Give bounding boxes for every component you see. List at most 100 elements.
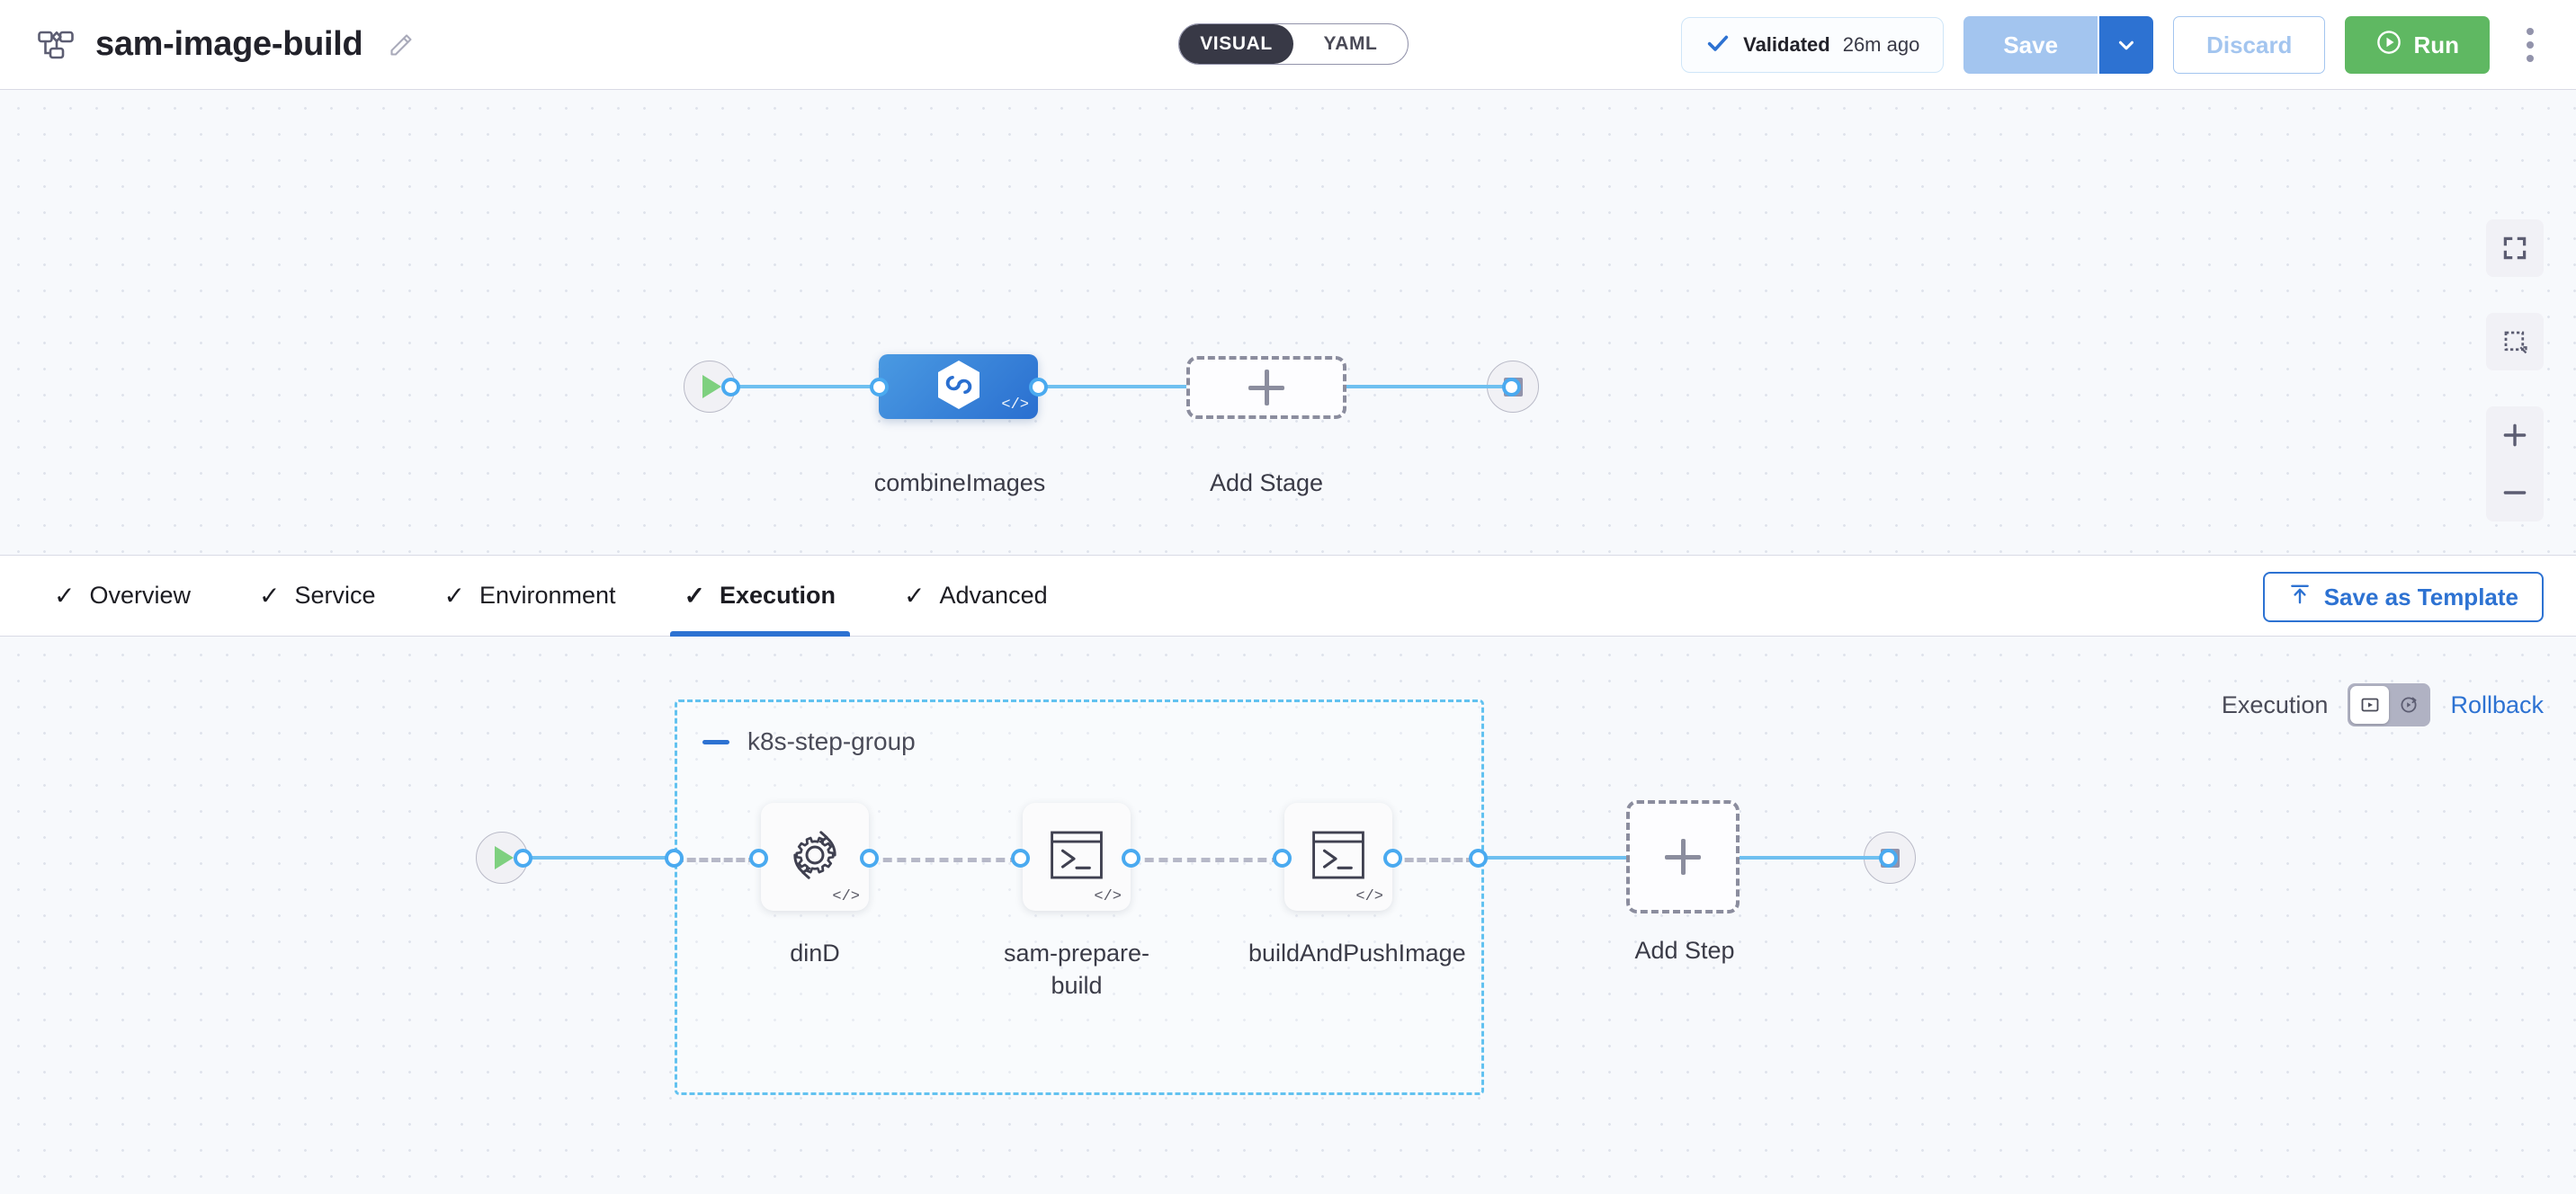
- edge-add-to-end: [1346, 385, 1511, 388]
- step-end-port[interactable]: [1879, 849, 1898, 868]
- add-step-label: Add Step: [1634, 937, 1735, 964]
- step-canvas[interactable]: Execution Rollback: [0, 637, 2576, 1194]
- selection-marquee-button[interactable]: [2486, 313, 2544, 370]
- play-box-icon[interactable]: [2350, 686, 2390, 724]
- page-title: sam-image-build: [95, 25, 363, 63]
- stage-out-port[interactable]: [1029, 378, 1048, 397]
- step-label-sam-prepare-build: sam-prepare-build: [1003, 940, 1150, 999]
- tab-visual[interactable]: VISUAL: [1179, 24, 1293, 64]
- play-icon: [702, 375, 721, 398]
- tab-advanced[interactable]: ✓ Advanced: [870, 556, 1082, 637]
- stage-in-port[interactable]: [870, 378, 889, 397]
- selection-marquee-icon[interactable]: [2486, 313, 2544, 370]
- edge-start-to-group: [523, 856, 683, 860]
- zoom-out-icon[interactable]: [2486, 464, 2544, 521]
- edge-group-to-addstep: [1478, 856, 1626, 860]
- stage-canvas[interactable]: </> combineImages Add Stage: [0, 90, 2576, 556]
- check-icon: ✓: [443, 581, 465, 610]
- save-as-template-button[interactable]: Save as Template: [2262, 572, 2544, 622]
- tab-service[interactable]: ✓ Service: [225, 556, 410, 637]
- stage-label-combineimages: combineImages: [873, 469, 1046, 496]
- run-button[interactable]: Run: [2345, 16, 2490, 74]
- save-split-button[interactable]: Save: [1963, 16, 2154, 74]
- code-badge: </>: [1094, 888, 1122, 905]
- terminal-icon: [1310, 829, 1366, 886]
- mode-toggle[interactable]: VISUAL YAML: [1178, 23, 1409, 65]
- tab-yaml[interactable]: YAML: [1323, 33, 1378, 54]
- edge-start-to-stage: [730, 385, 879, 388]
- end-port[interactable]: [1502, 378, 1521, 397]
- edge-dind-to-prepare: [869, 858, 1019, 862]
- kebab-vertical-icon[interactable]: [2509, 16, 2551, 74]
- rollback-label[interactable]: Rollback: [2450, 691, 2544, 718]
- check-icon: [1705, 31, 1731, 60]
- validated-time: 26m ago: [1842, 33, 1920, 56]
- add-step-button[interactable]: [1626, 800, 1740, 913]
- execution-label: Execution: [2221, 691, 2329, 718]
- step-node-sam-prepare-build[interactable]: </>: [1023, 803, 1131, 911]
- tab-service-label: Service: [294, 582, 376, 609]
- tab-execution[interactable]: ✓ Execution: [650, 556, 871, 637]
- harness-hexagon-icon: [935, 359, 983, 415]
- run-label: Run: [2413, 31, 2459, 58]
- build-in-port[interactable]: [1273, 849, 1292, 868]
- pipeline-nodes-icon: [36, 25, 76, 65]
- tab-execution-label: Execution: [720, 582, 836, 609]
- stage-config-tabs: ✓ Overview ✓ Service ✓ Environment ✓ Exe…: [0, 556, 2576, 637]
- prepare-in-port[interactable]: [1011, 849, 1030, 868]
- tab-overview-label: Overview: [89, 582, 191, 609]
- edge-prepare-to-build: [1131, 858, 1281, 862]
- step-node-buildandpushimage[interactable]: </>: [1284, 803, 1392, 911]
- template-upload-icon: [2288, 583, 2312, 612]
- save-button[interactable]: Save: [1963, 16, 2098, 74]
- check-icon: ✓: [54, 581, 76, 610]
- step-start-port[interactable]: [514, 849, 532, 868]
- exec-toggle[interactable]: [2348, 683, 2431, 726]
- edge-build-to-group-out: [1392, 858, 1475, 862]
- save-as-template-label: Save as Template: [2323, 583, 2518, 610]
- step-node-dind[interactable]: </>: [761, 803, 869, 911]
- fit-to-screen-icon[interactable]: [2486, 219, 2544, 277]
- minus-icon[interactable]: [702, 739, 729, 744]
- stage-node-combineimages[interactable]: </>: [879, 354, 1038, 419]
- dind-in-port[interactable]: [749, 849, 768, 868]
- add-stage-label: Add Stage: [1209, 469, 1324, 496]
- edge-group-to-dind: [675, 858, 757, 862]
- step-label-dind: dinD: [790, 940, 840, 967]
- step-group-header[interactable]: k8s-step-group: [702, 727, 916, 756]
- prepare-out-port[interactable]: [1122, 849, 1140, 868]
- start-port[interactable]: [721, 378, 740, 397]
- tab-overview[interactable]: ✓ Overview: [20, 556, 225, 637]
- fit-to-screen-button[interactable]: [2486, 219, 2544, 277]
- status-badge: Validated 26m ago: [1681, 17, 1945, 73]
- tab-environment[interactable]: ✓ Environment: [410, 556, 650, 637]
- check-icon: ✓: [259, 581, 281, 610]
- app-header: sam-image-build VISUAL YAML Validated 26…: [0, 0, 2576, 90]
- header-actions: Validated 26m ago Save Discard Run: [1681, 0, 2551, 90]
- play-circle-icon: [2375, 29, 2402, 62]
- tab-environment-label: Environment: [479, 582, 616, 609]
- group-in-port[interactable]: [665, 849, 684, 868]
- validated-label: Validated: [1743, 33, 1830, 56]
- step-group-title: k8s-step-group: [747, 727, 916, 755]
- dind-out-port[interactable]: [860, 849, 879, 868]
- play-icon: [495, 846, 514, 869]
- gear-rotate-icon: [786, 826, 844, 888]
- tab-advanced-label: Advanced: [939, 582, 1048, 609]
- rollback-icon[interactable]: [2389, 694, 2428, 716]
- build-out-port[interactable]: [1383, 849, 1402, 868]
- discard-button[interactable]: Discard: [2173, 16, 2326, 74]
- pencil-icon[interactable]: [382, 26, 420, 64]
- group-out-port[interactable]: [1469, 849, 1488, 868]
- add-stage-button[interactable]: [1186, 356, 1346, 419]
- terminal-icon: [1049, 829, 1105, 886]
- code-badge: </>: [1355, 888, 1383, 905]
- check-icon: ✓: [684, 581, 706, 610]
- zoom-in-icon[interactable]: [2486, 406, 2544, 464]
- chevron-down-icon[interactable]: [2097, 16, 2154, 74]
- edge-stage-to-add: [1038, 385, 1186, 388]
- step-label-buildandpushimage: buildAndPushImage: [1248, 940, 1466, 967]
- zoom-controls[interactable]: [2486, 406, 2544, 521]
- code-badge: </>: [1001, 397, 1029, 414]
- execution-rollback-switch[interactable]: Execution Rollback: [2222, 683, 2544, 726]
